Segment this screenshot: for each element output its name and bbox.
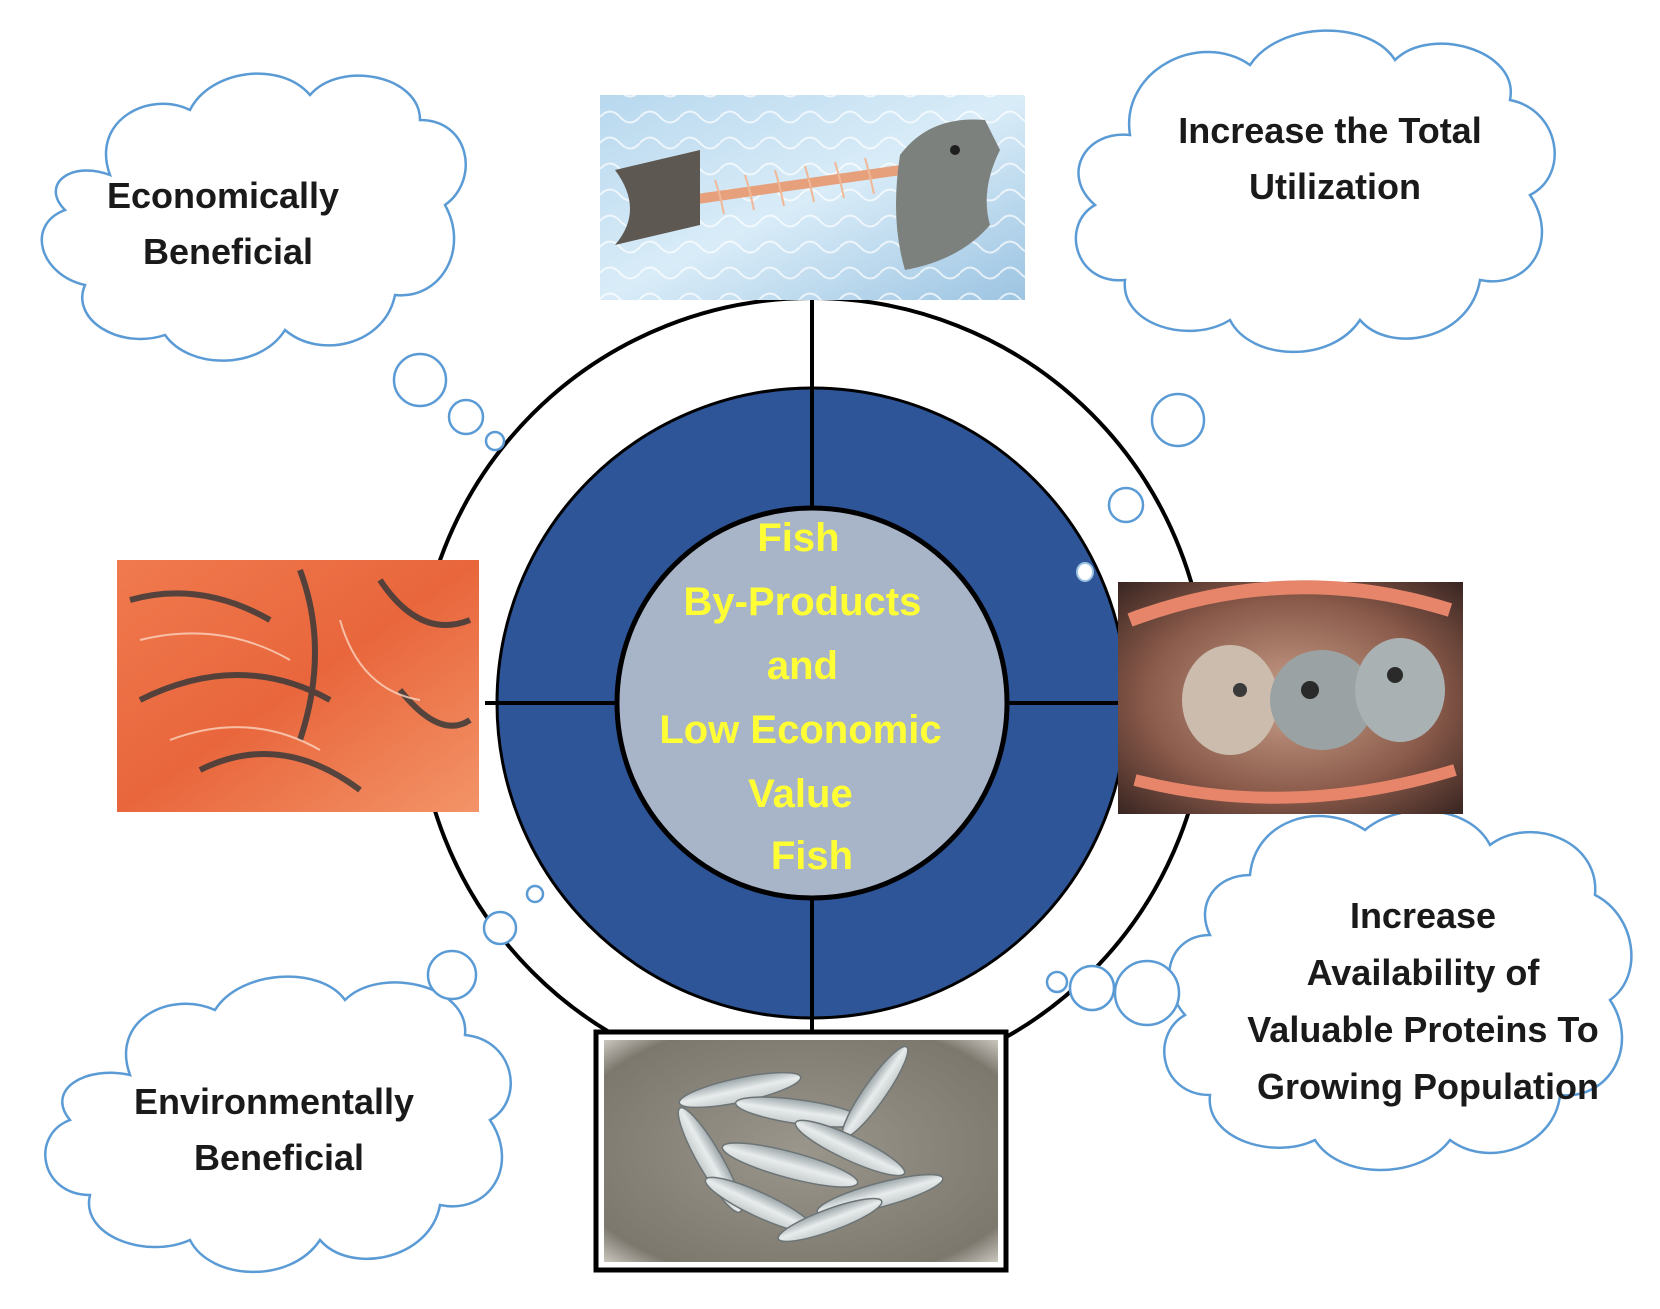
cloud-line: Growing Population [1257, 1066, 1599, 1107]
cloud-increase-availability-proteins: Increase Availability of Valuable Protei… [1163, 809, 1633, 1172]
cloud-line: Economically [107, 175, 339, 216]
thought-bubbles-bottom-left [426, 884, 545, 1001]
cloud-line: Environmentally [134, 1081, 414, 1122]
cloud-increase-total-utilization: Increase the Total Utilization [1074, 29, 1556, 354]
salmon-frame-photo [600, 95, 1025, 300]
center-line: Low Economic [659, 708, 941, 752]
inner-circle [614, 505, 1010, 901]
small-fish-photo [593, 1029, 1009, 1273]
center-line: Value [748, 772, 853, 816]
svg-text:Increase Availability of: Increase Availability of Valuable Protei… [1247, 895, 1608, 1107]
thought-bubbles-top-right [1107, 392, 1206, 524]
cloud-economically-beneficial: Economically Beneficial [40, 72, 467, 362]
cloud-line: Valuable Proteins To [1247, 1009, 1598, 1050]
svg-text:Environmentally Benefici: Environmentally Beneficial [134, 1081, 424, 1178]
svg-text:Economically Beneficial: Economically Beneficial [107, 175, 349, 272]
salmon-skin-photo [117, 560, 479, 812]
bubble [1076, 562, 1094, 582]
cloud-line: Beneficial [194, 1137, 364, 1178]
thought-bubbles-bottom-right [1045, 959, 1181, 1027]
svg-text:Increase the Total Utili: Increase the Total Utilization [1178, 110, 1491, 207]
cloud-line: Availability of [1307, 952, 1541, 993]
cloud-line: Utilization [1249, 166, 1421, 207]
cloud-line: Beneficial [143, 231, 313, 272]
cloud-line: Increase the Total [1178, 110, 1481, 151]
salmon-heads-photo [1118, 580, 1463, 814]
cloud-environmentally-beneficial: Environmentally Beneficial [44, 975, 512, 1274]
thought-bubbles-top-left [392, 352, 506, 452]
center-line: Fish [771, 834, 853, 878]
center-line: By-Products [684, 580, 922, 624]
center-line: and [767, 644, 838, 688]
center-line: Fish [757, 516, 839, 560]
cloud-line: Increase [1350, 895, 1496, 936]
center-label: Fish By-Products and Low Economic Value … [659, 516, 952, 878]
